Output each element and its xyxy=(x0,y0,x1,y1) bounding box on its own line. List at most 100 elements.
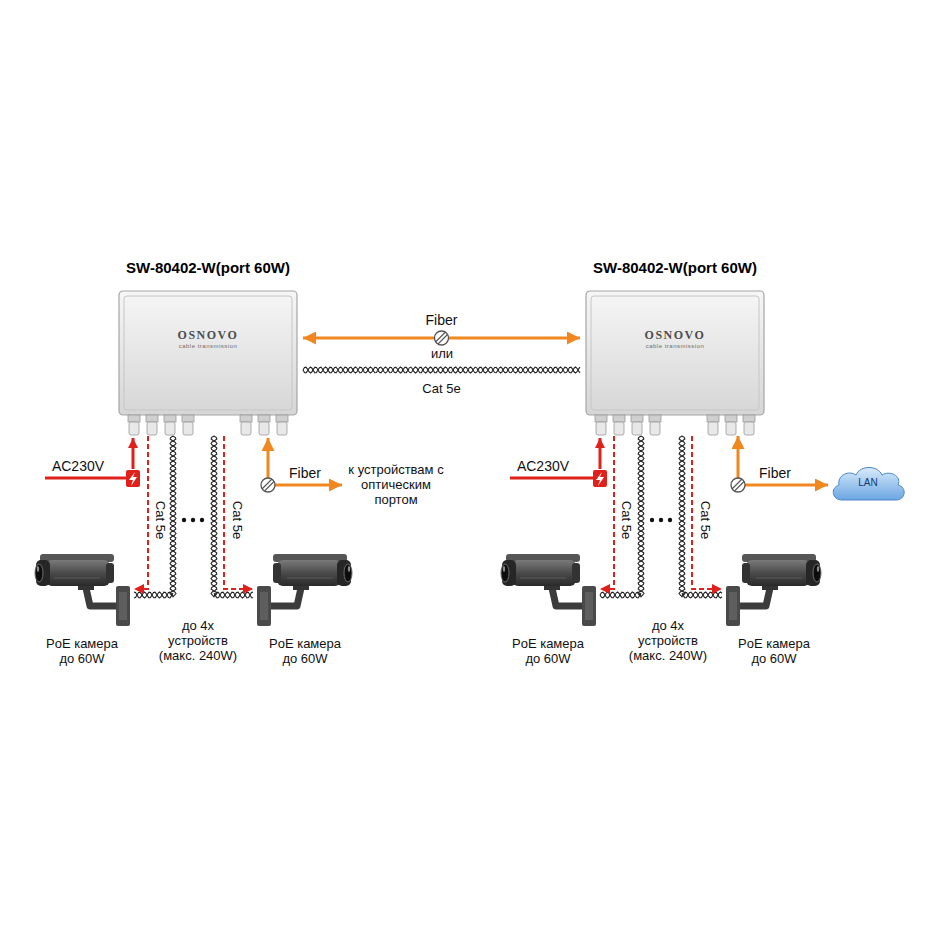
fiber-link xyxy=(731,436,828,492)
camera-rear xyxy=(742,563,750,583)
housing-body xyxy=(119,291,297,415)
lens-glass xyxy=(813,564,821,582)
power-line xyxy=(224,436,253,589)
lens-glass xyxy=(35,564,43,582)
cable-gland xyxy=(595,415,607,422)
cable-gland xyxy=(259,422,269,435)
device-caption: PoE камера до 60W xyxy=(734,636,814,666)
device-title: SW-80402-W(port 60W) xyxy=(113,258,303,278)
camera-housing xyxy=(756,578,802,579)
poe-camera: PoE камера до 60W xyxy=(496,548,600,666)
camera-drawing xyxy=(726,554,821,626)
poe-cable xyxy=(679,436,722,598)
fiber-line xyxy=(268,438,342,485)
camera-rear xyxy=(273,563,281,583)
cable-gland xyxy=(165,422,175,435)
camera-illustration xyxy=(722,548,826,636)
dot xyxy=(182,518,186,522)
cable-gland xyxy=(725,415,737,422)
brand-slogan: cable transmission xyxy=(118,342,298,350)
power-input-left xyxy=(45,438,140,487)
camera-illustration xyxy=(30,548,134,636)
twisted-pair xyxy=(679,436,722,598)
fiber-line xyxy=(738,436,828,485)
camera-rear xyxy=(572,563,580,583)
fiber-symbol xyxy=(261,478,275,492)
power-wire xyxy=(45,477,126,480)
annotation: к устройствам с оптическим портом xyxy=(348,462,444,507)
device-title: SW-80402-W(port 60W) xyxy=(580,258,770,278)
housing-body xyxy=(586,291,764,415)
camera-housing xyxy=(46,560,110,586)
power-wire xyxy=(132,438,135,469)
poe-camera: PoE камера до 60W xyxy=(30,548,134,666)
fiber-link xyxy=(303,331,580,345)
lan-cloud: LAN xyxy=(828,462,908,504)
cable-label: Fiber xyxy=(757,466,793,481)
cable-label: Cat 5e xyxy=(619,499,634,541)
camera-housing xyxy=(287,578,333,579)
device-caption: PoE камера до 60W xyxy=(508,636,588,666)
lightning-symbol xyxy=(596,472,604,486)
camera-bracket xyxy=(738,588,770,606)
wall-plate xyxy=(582,586,596,626)
brand-logo: OSNOVO xyxy=(585,328,765,342)
cable-gland xyxy=(258,415,270,422)
cable-gland xyxy=(650,422,660,435)
wall-plate xyxy=(257,586,271,626)
annotation: Fiber xyxy=(289,466,321,481)
camera-bracket xyxy=(269,588,301,606)
wall-plate xyxy=(726,586,740,626)
cable-gland xyxy=(708,422,718,435)
poe-cable xyxy=(600,436,644,598)
logo: OSNOVOcable transmission xyxy=(585,328,765,350)
camera-bracket xyxy=(552,588,584,606)
power-line xyxy=(134,436,148,589)
twisted-pair xyxy=(679,436,722,598)
brand-slogan: cable transmission xyxy=(585,342,765,350)
lens-bezel xyxy=(337,560,351,586)
cable-gland xyxy=(164,415,176,422)
twisted-pair xyxy=(134,436,176,598)
lens-glint xyxy=(37,566,39,572)
twisted-pair xyxy=(211,436,253,598)
device-caption: PoE камера до 60W xyxy=(265,636,345,666)
power-input-right xyxy=(510,438,607,487)
poe-cable xyxy=(211,436,253,598)
switch-housing: OSNOVOcable transmission xyxy=(585,290,765,436)
fiber-symbol xyxy=(438,335,448,345)
cable-gland xyxy=(632,422,642,435)
cable-axis xyxy=(303,370,580,371)
device-caption: PoE камера до 60W xyxy=(42,636,122,666)
brand-logo: OSNOVO xyxy=(118,328,298,342)
switch-housing: OSNOVOcable transmission xyxy=(118,290,298,436)
wall-plate xyxy=(585,592,593,620)
lightning-symbol xyxy=(129,472,137,486)
twisted-pair xyxy=(303,367,580,373)
lightning-symbol xyxy=(126,470,140,487)
camera-rear xyxy=(106,563,114,583)
fiber-symbol xyxy=(732,479,742,489)
cable-gland xyxy=(182,415,194,422)
switch-illustration xyxy=(118,290,298,436)
camera-illustration xyxy=(253,548,357,636)
wall-plate xyxy=(119,592,127,620)
cable-label: Fiber xyxy=(424,313,460,328)
cable-gland xyxy=(240,415,252,422)
twisted-pair xyxy=(134,436,176,598)
cable-label: Cat 5e xyxy=(230,499,245,541)
camera-housing xyxy=(520,578,566,579)
poe-camera: PoE камера до 60W xyxy=(722,548,826,666)
lens-glass xyxy=(344,564,352,582)
switch-illustration xyxy=(585,290,765,436)
lens-glass xyxy=(501,564,509,582)
annotation: или xyxy=(431,346,453,361)
lens-bezel xyxy=(36,560,50,586)
power-line xyxy=(692,436,722,589)
cable-gland xyxy=(146,415,158,422)
fiber-symbol xyxy=(265,482,275,492)
dot xyxy=(668,518,672,522)
cable-gland xyxy=(614,422,624,435)
